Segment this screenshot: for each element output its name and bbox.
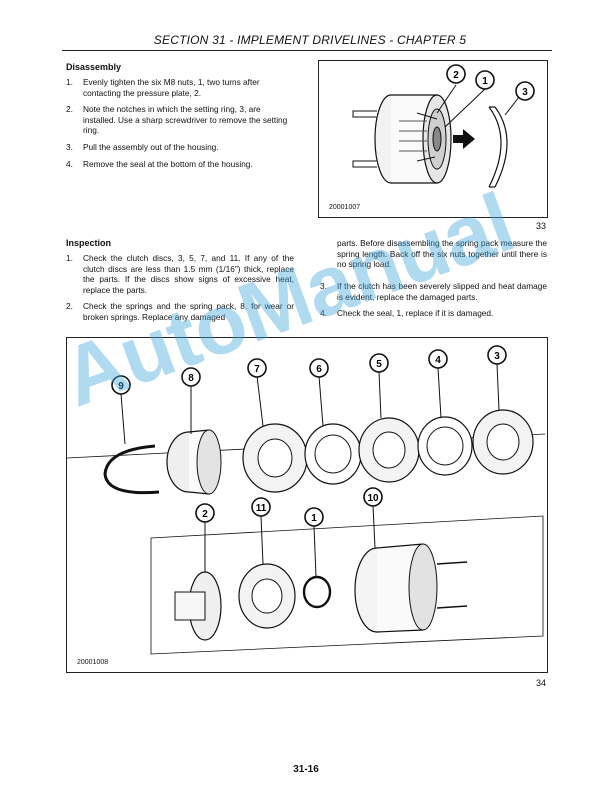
svg-text:5: 5 (376, 359, 382, 370)
disassembly-heading: Disassembly (66, 62, 122, 72)
disassembly-step: 1. Evenly tighten the six M8 nuts, 1, two… (66, 77, 294, 98)
clutch-assembly-illustration: 2 1 3 (352, 64, 535, 188)
callout-5: 5 (369, 353, 389, 373)
step-text: Evenly tighten the six M8 nuts, 1, two t… (83, 77, 260, 98)
disassembly-steps: 1. Evenly tighten the six M8 nuts, 1, two… (66, 77, 294, 175)
step-text: Remove the seal at the bottom of the hou… (83, 158, 253, 169)
inspection-step: 3. If the clutch has been severely slippe… (320, 281, 547, 302)
svg-text:9: 9 (118, 381, 124, 392)
disassembly-step: 3. Pull the assembly out of the housing. (66, 142, 294, 153)
callout-2: 2 (446, 64, 466, 84)
step-number: 2. (66, 104, 73, 115)
step-text: Check the seal, 1, replace if it is dama… (337, 308, 494, 319)
svg-text:4: 4 (435, 355, 441, 366)
svg-text:2: 2 (202, 509, 208, 520)
inspection-heading: Inspection (66, 238, 112, 248)
step-text: If the clutch has been severely slipped … (337, 281, 547, 302)
step-text: Check the clutch discs, 3, 5, 7, and 11.… (83, 253, 294, 295)
callout-3: 3 (487, 345, 507, 365)
page-number: 31-16 (293, 764, 319, 775)
inspection-steps-right: 3. If the clutch has been severely slippe… (320, 281, 547, 325)
callout-1: 1 (475, 70, 495, 90)
svg-text:6: 6 (316, 364, 322, 375)
svg-text:8: 8 (188, 373, 194, 384)
svg-text:1: 1 (482, 76, 488, 87)
inspection-step: 1. Check the clutch discs, 3, 5, 7, and 1… (66, 253, 294, 295)
step-number: 1. (66, 253, 73, 263)
svg-text:1: 1 (311, 513, 317, 524)
step-number: 4. (66, 158, 73, 169)
callout-11: 11 (251, 497, 271, 517)
figure-33-frame: 2 1 3 20001007 (318, 60, 548, 218)
callout-9: 9 (111, 375, 131, 395)
inspection-step: 2. Check the springs and the spring pack,… (66, 301, 294, 322)
section-header: SECTION 31 - IMPLEMENT DRIVELINES - CHAP… (153, 33, 467, 47)
callout-8: 8 (181, 367, 201, 387)
step-text: Pull the assembly out of the housing. (83, 141, 219, 152)
svg-text:11: 11 (256, 503, 267, 514)
header-rule (62, 50, 552, 51)
inspection-step: 4. Check the seal, 1, replace if it is da… (320, 308, 547, 319)
callout-4: 4 (428, 349, 448, 369)
callout-2: 2 (195, 503, 215, 523)
callout-6: 6 (309, 358, 329, 378)
figure-33-id: 20001007 (329, 204, 361, 211)
svg-text:3: 3 (522, 87, 528, 98)
inspection-steps-left: 1. Check the clutch discs, 3, 5, 7, and 1… (66, 253, 294, 329)
step-number: 3. (66, 141, 73, 152)
svg-text:10: 10 (367, 493, 379, 504)
callout-3: 3 (515, 81, 535, 101)
step-number: 1. (66, 77, 73, 87)
callout-1: 1 (304, 507, 324, 527)
step-text: Check the springs and the spring pack, 8… (83, 301, 294, 322)
step-number: 3. (320, 281, 327, 291)
svg-text:7: 7 (254, 364, 260, 375)
step-number: 4. (320, 308, 327, 319)
disassembly-step: 2. Note the notches in which the setting … (66, 104, 294, 136)
figure-34-id: 20001008 (77, 659, 109, 666)
exploded-clutch-illustration: 9 8 7 6 5 4 3 2 11 1 10 (67, 345, 546, 655)
figure-33-number: 33 (536, 221, 547, 231)
step-number: 2. (66, 301, 73, 312)
callout-10: 10 (363, 487, 383, 507)
svg-text:3: 3 (494, 351, 500, 362)
inspection-continuation: parts. Before disassembling the spring p… (337, 238, 547, 270)
figure-34-frame: 9 8 7 6 5 4 3 2 11 1 10 20001008 (66, 337, 548, 673)
svg-text:2: 2 (453, 70, 459, 81)
figure-34-number: 34 (536, 678, 547, 688)
callout-7: 7 (247, 358, 267, 378)
step-text: Note the notches in which the setting ri… (83, 104, 288, 136)
disassembly-step: 4. Remove the seal at the bottom of the h… (66, 159, 294, 170)
